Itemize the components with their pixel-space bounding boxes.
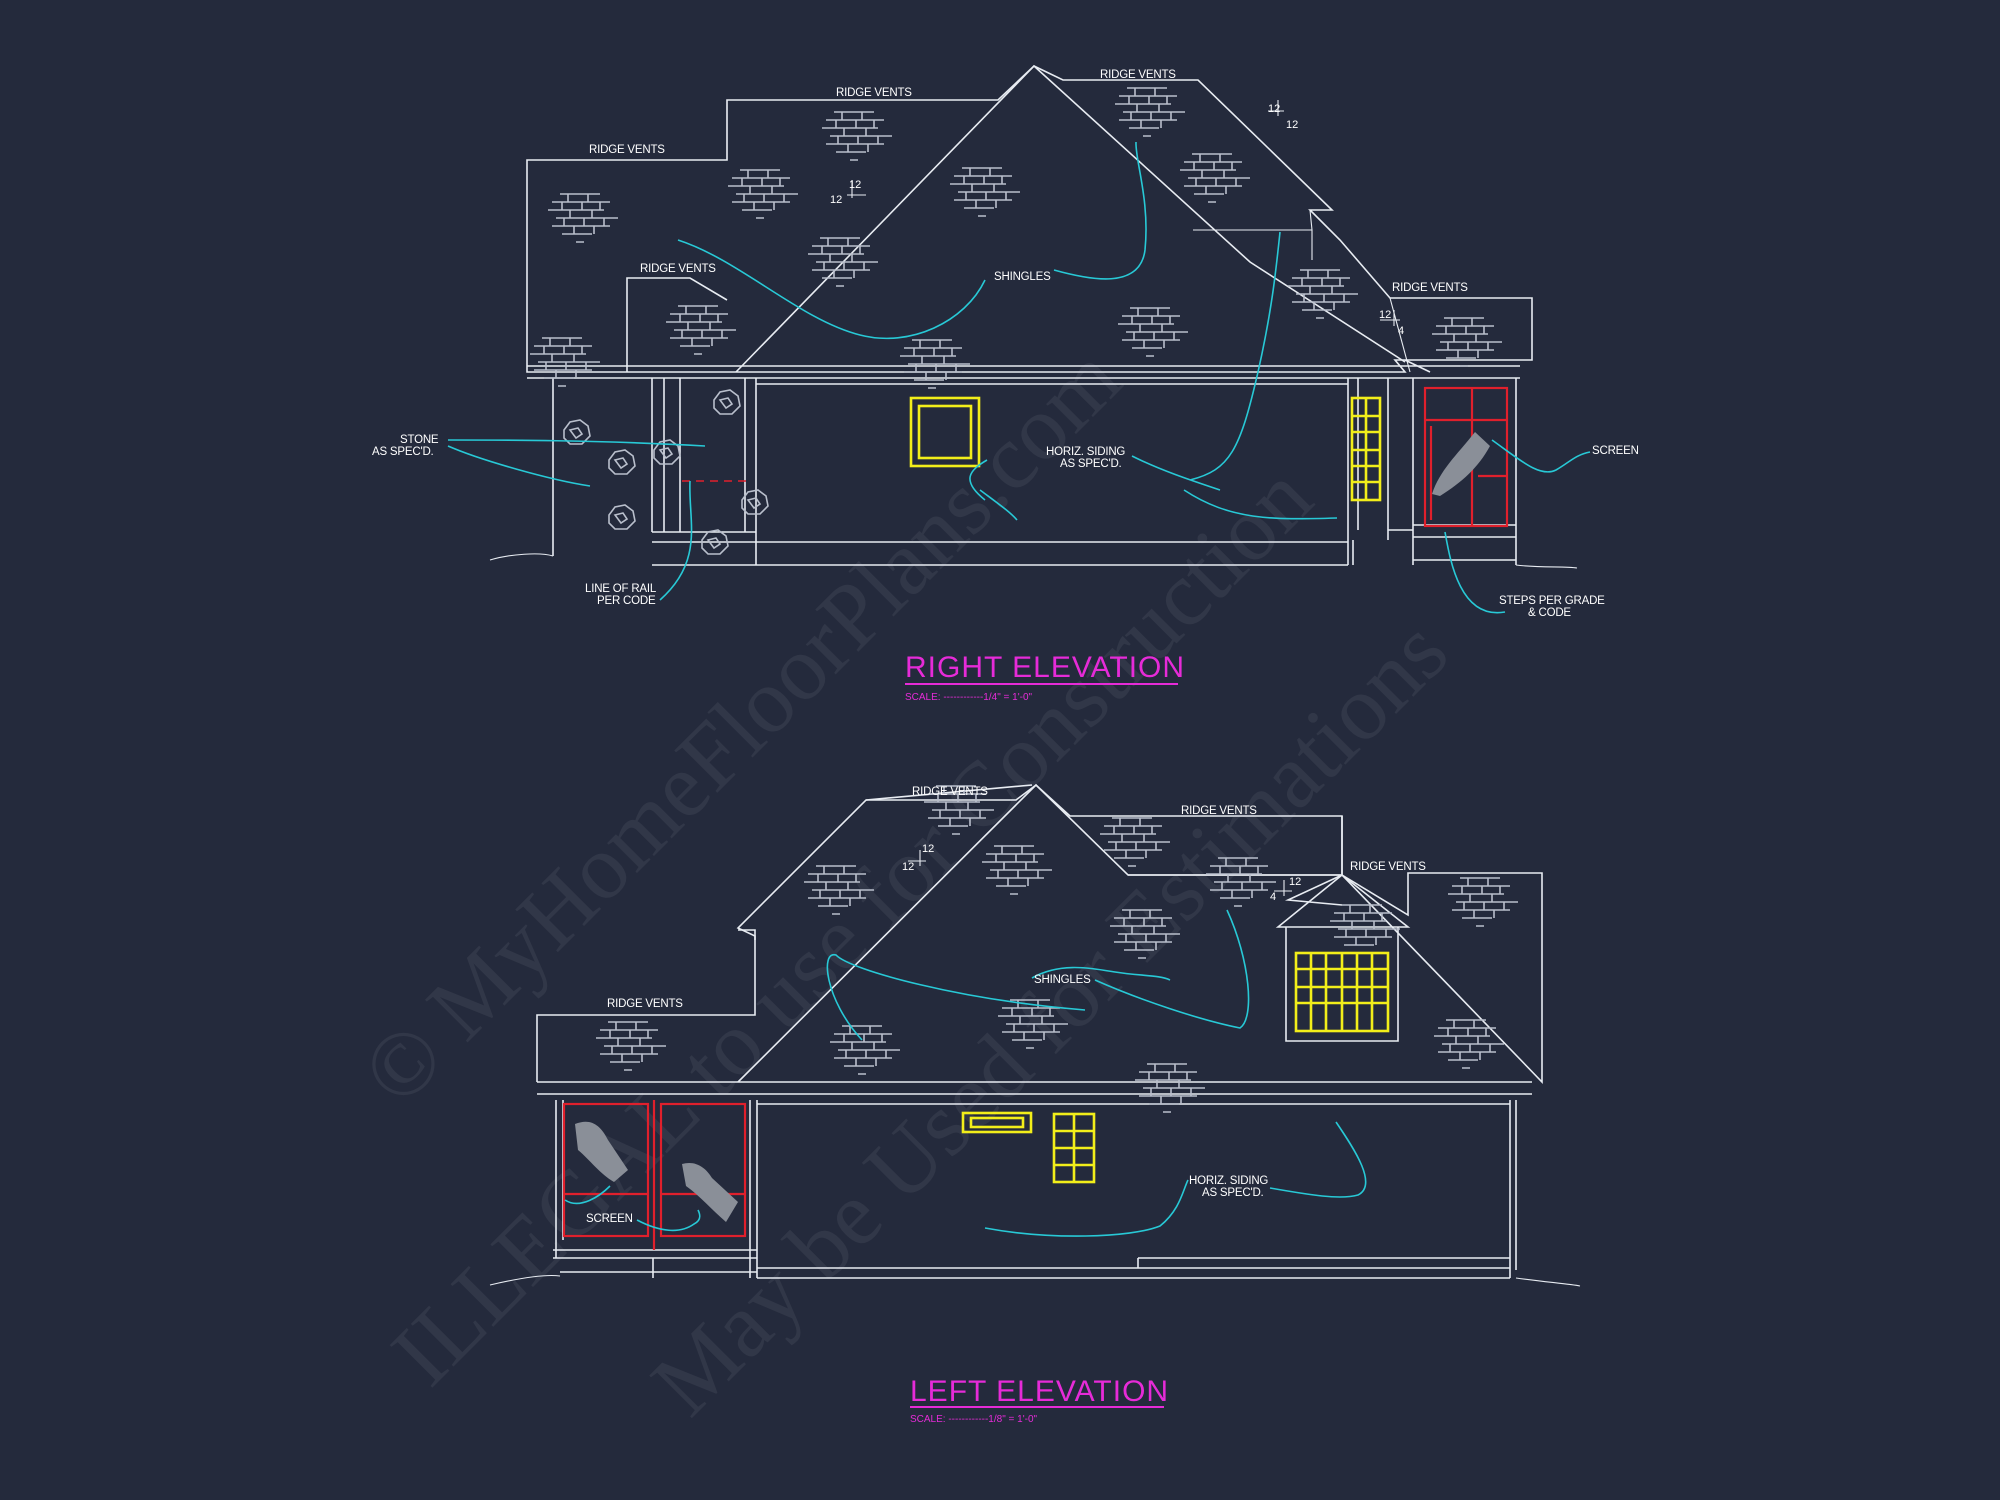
left-note-ridge-vents-4: RIDGE VENTS	[607, 998, 683, 1010]
right-note-ridge-vents-1: RIDGE VENTS	[836, 87, 912, 99]
right-elevation-drawing: RIDGE VENTS RIDGE VENTS RIDGE VENTS RIDG…	[372, 64, 1639, 703]
right-elevation-window-square	[909, 396, 981, 468]
left-elevation-dormer-window	[1294, 951, 1390, 1033]
left-pitch-2-rise: 12	[1289, 876, 1301, 888]
right-note-siding-1: HORIZ. SIDING	[1046, 446, 1125, 458]
right-note-ridge-vents-3: RIDGE VENTS	[589, 144, 665, 156]
left-elevation-drawing: RIDGE VENTS RIDGE VENTS RIDGE VENTS RIDG…	[489, 783, 1581, 1425]
left-note-ridge-vents-2: RIDGE VENTS	[1181, 805, 1257, 817]
right-note-steps-2: & CODE	[1528, 607, 1571, 619]
right-pitch-2-rise: 12	[1268, 103, 1280, 115]
right-note-ridge-vents-4: RIDGE VENTS	[640, 263, 716, 275]
left-pitch-1-run: 12	[902, 861, 914, 873]
right-elevation-roof	[526, 65, 1533, 373]
left-note-ridge-vents-1: RIDGE VENTS	[912, 786, 988, 798]
left-note-ridge-vents-3: RIDGE VENTS	[1350, 861, 1426, 873]
right-note-rail-2: PER CODE	[597, 595, 656, 607]
right-pitch-1-rise: 12	[849, 179, 861, 191]
left-note-screen: SCREEN	[586, 1213, 633, 1225]
left-note-siding-2: AS SPEC'D.	[1202, 1187, 1264, 1199]
left-pitch-2-run: 4	[1270, 891, 1276, 903]
left-elevation-title: LEFT ELEVATION	[910, 1375, 1169, 1408]
right-note-rail-1: LINE OF RAIL	[585, 583, 657, 595]
left-note-siding-1: HORIZ. SIDING	[1189, 1175, 1268, 1187]
left-elevation-screen-panel	[562, 1100, 747, 1250]
right-elevation-window-tall	[1350, 396, 1382, 502]
right-note-siding-2: AS SPEC'D.	[1060, 458, 1122, 470]
right-note-ridge-vents-5: RIDGE VENTS	[1392, 282, 1468, 294]
right-pitch-3-rise: 12	[1379, 309, 1391, 321]
right-note-steps-1: STEPS PER GRADE	[1499, 595, 1605, 607]
right-pitch-1-run: 12	[830, 194, 842, 206]
right-pitch-2-run: 12	[1286, 119, 1298, 131]
left-note-shingles: SHINGLES	[1034, 974, 1091, 986]
right-note-stone-2: AS SPEC'D.	[372, 446, 434, 458]
right-note-shingles: SHINGLES	[994, 271, 1051, 283]
left-elevation-transom-window	[961, 1111, 1033, 1134]
right-elevation-screen-panel	[1423, 386, 1509, 528]
right-note-ridge-vents-2: RIDGE VENTS	[1100, 69, 1176, 81]
left-pitch-1-rise: 12	[922, 843, 934, 855]
left-elevation-scale: SCALE: ------------1/8" = 1'-0"	[910, 1414, 1038, 1425]
left-elevation-double-hung-window	[1052, 1112, 1096, 1184]
right-note-screen: SCREEN	[1592, 445, 1639, 457]
right-pitch-3-run: 4	[1398, 325, 1404, 337]
right-elevation-scale: SCALE: ------------1/4" = 1'-0"	[905, 692, 1033, 703]
right-note-stone-1: STONE	[400, 434, 439, 446]
right-elevation-title: RIGHT ELEVATION	[905, 651, 1185, 684]
